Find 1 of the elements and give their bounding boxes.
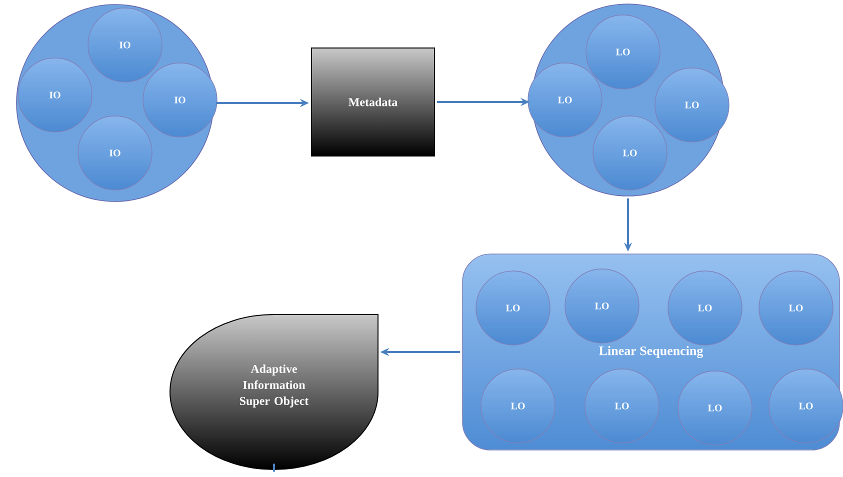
process-box: Metadata [311, 48, 435, 156]
